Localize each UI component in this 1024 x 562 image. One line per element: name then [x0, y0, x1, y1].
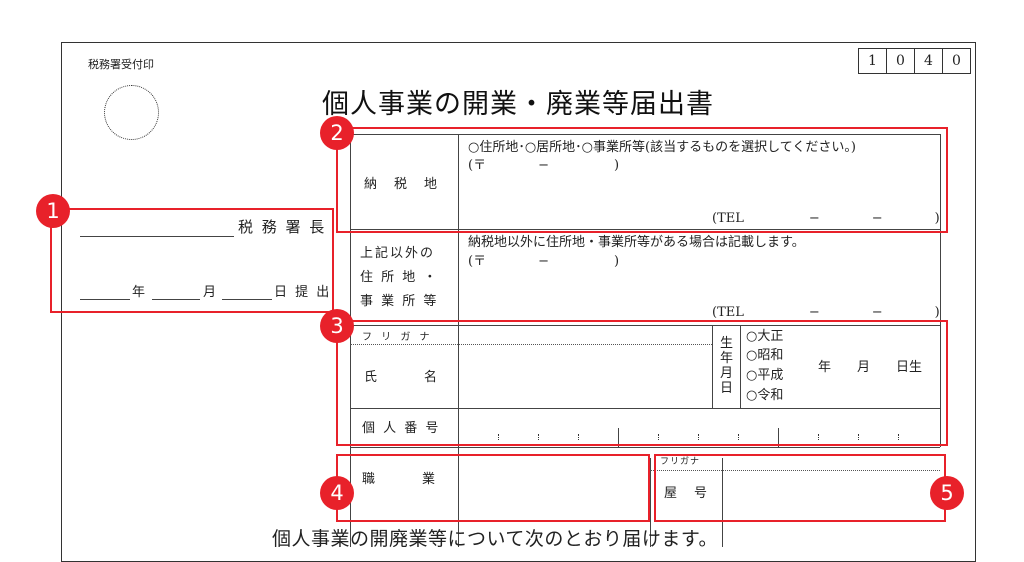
birth-date-label: 生年月日	[720, 336, 734, 396]
annotation-box-4	[336, 454, 650, 522]
table-right-edge	[940, 134, 941, 447]
other-address-label-1: 上記以外の	[360, 246, 436, 261]
shop-name-label: 屋 号	[664, 486, 710, 501]
code-digit: 0	[887, 49, 915, 73]
row-divider	[350, 134, 940, 135]
row-divider	[350, 408, 940, 409]
era-option-heisei[interactable]: ○平成	[746, 368, 784, 383]
form-code-box: 1 0 4 0	[858, 48, 971, 74]
footer-statement: 個人事業の開廃業等について次のとおり届けます。	[272, 528, 719, 550]
form-title: 個人事業の開業・廃業等届出書	[322, 89, 714, 120]
other-address-note: 納税地以外に住所地・事業所等がある場合は記載します。	[468, 235, 805, 250]
day-underline[interactable]	[222, 299, 272, 300]
annotation-badge-4: 4	[320, 476, 354, 510]
annotation-badge-3: 3	[320, 309, 354, 343]
tax-place-postal[interactable]: (〒 − )	[468, 158, 620, 173]
tax-office-underline	[80, 236, 234, 237]
month-label: 月	[203, 285, 219, 300]
tax-place-options[interactable]: ○住所地･○居所地･○事業所等(該当するものを選択してください。)	[468, 140, 856, 155]
month-underline[interactable]	[152, 299, 200, 300]
name-label: 氏 名	[364, 370, 440, 385]
occupation-right-edge	[650, 458, 651, 547]
code-digit: 0	[943, 49, 971, 73]
birth-label-divider	[712, 325, 713, 408]
submit-day-label: 日 提 出	[274, 285, 332, 300]
occupation-label: 職 業	[362, 472, 438, 487]
furigana-divider	[350, 344, 712, 345]
row-divider	[350, 229, 940, 230]
era-option-taisho[interactable]: ○大正	[746, 329, 784, 344]
code-digit: 1	[859, 49, 887, 73]
year-label: 年	[132, 285, 148, 300]
birth-date-fields[interactable]: 年 月 日生	[818, 360, 923, 375]
annotation-box-2	[336, 127, 948, 233]
annotation-badge-5: 5	[930, 476, 964, 510]
receipt-stamp-label: 税務署受付印	[88, 58, 154, 71]
furigana-label: フ リ ガ ナ	[362, 332, 433, 343]
table-left-edge	[350, 134, 351, 547]
tax-place-label: 納 税 地	[364, 177, 440, 192]
tax-office-suffix: 税 務 署 長	[238, 218, 327, 236]
other-address-label-3: 事 業 所 等	[360, 294, 439, 309]
shop-furigana-divider	[650, 470, 940, 471]
era-divider	[740, 325, 741, 408]
label-column-divider	[458, 134, 459, 547]
year-underline[interactable]	[80, 299, 130, 300]
other-address-tel[interactable]: (TEL − − )	[712, 305, 940, 320]
annotation-badge-1: 1	[36, 194, 70, 228]
my-number-boxes[interactable]	[460, 428, 938, 448]
receipt-stamp-circle	[104, 85, 159, 140]
annotation-box-5	[654, 454, 946, 522]
other-address-label-2: 住 所 地 ・	[360, 270, 439, 285]
annotation-badge-2: 2	[320, 116, 354, 150]
annotation-box-1	[50, 208, 334, 313]
era-option-reiwa[interactable]: ○令和	[746, 388, 784, 403]
era-option-showa[interactable]: ○昭和	[746, 348, 784, 363]
shop-label-divider	[722, 458, 723, 547]
my-number-label: 個 人 番 号	[362, 421, 441, 436]
row-divider	[350, 447, 940, 448]
tax-place-tel[interactable]: (TEL − − )	[712, 211, 940, 226]
row-divider	[350, 325, 940, 326]
other-address-postal[interactable]: (〒 − )	[468, 254, 620, 269]
annotation-box-3	[336, 320, 948, 446]
code-digit: 4	[915, 49, 943, 73]
shop-furigana-label: フリガナ	[660, 457, 701, 467]
